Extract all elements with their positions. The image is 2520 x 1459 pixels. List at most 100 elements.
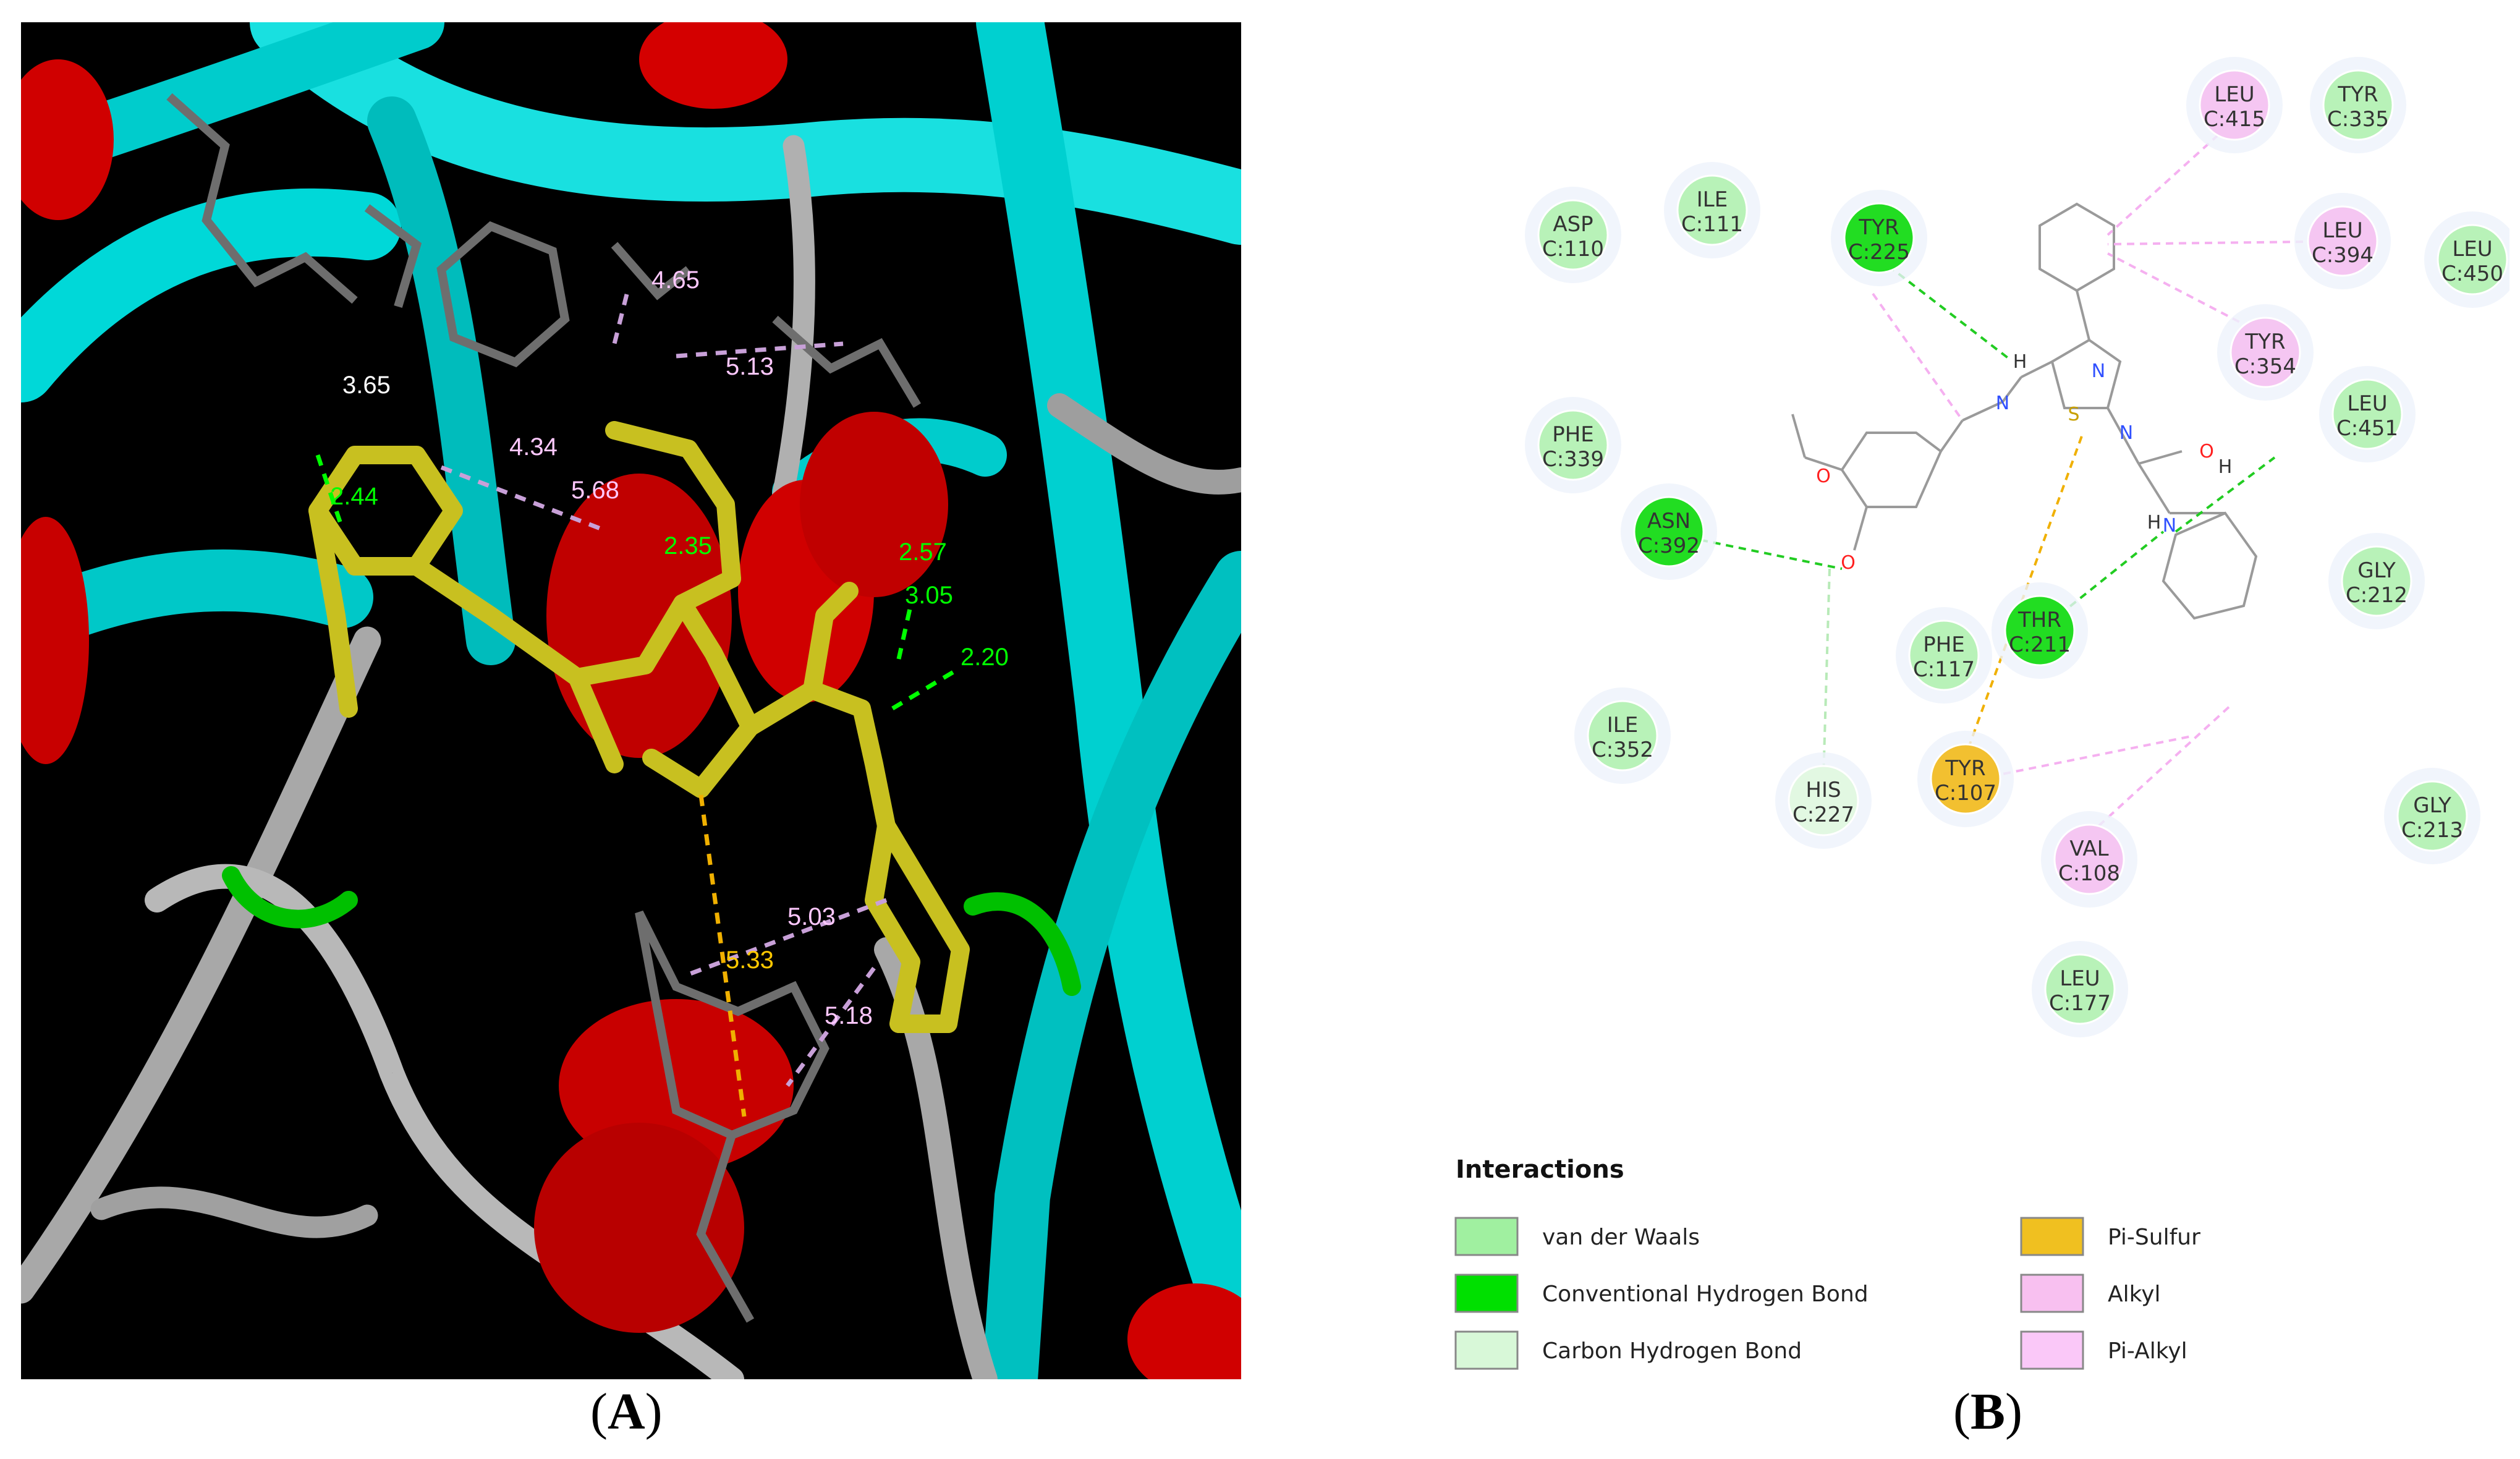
residue-chain: C:107 [1935, 781, 1996, 806]
residue-name: TYR [2244, 330, 2285, 354]
interaction-lines [315, 294, 956, 1117]
atom-n: N [2163, 515, 2176, 537]
residue-chain: C:451 [2336, 416, 2398, 441]
legend-swatch [1454, 1330, 1519, 1370]
residue-chain: C:108 [2058, 861, 2120, 886]
atom-n: N [1996, 393, 2009, 414]
residue-chain: C:211 [2009, 632, 2071, 657]
atom-n: N [2119, 422, 2133, 444]
residue-name: LEU [2452, 237, 2492, 262]
legend-item: van der Waals [1454, 1217, 1700, 1256]
distance-label: 4.34 [509, 433, 558, 461]
residue-chain: C:335 [2327, 107, 2389, 132]
distance-label: 2.57 [899, 538, 947, 566]
distance-label: 5.18 [825, 1002, 873, 1029]
residue-chain: C:213 [2401, 818, 2463, 843]
distance-label: 3.65 [342, 372, 391, 399]
residue-chain: C:394 [2312, 243, 2374, 268]
distance-label: 5.68 [571, 477, 619, 504]
residue-name: VAL [2069, 836, 2108, 861]
legend-swatch [1454, 1274, 1519, 1313]
residue-name: HIS [1805, 778, 1841, 802]
distance-label: 2.20 [961, 644, 1009, 671]
residue-name: ILE [1697, 187, 1728, 212]
atom-s: S [2068, 404, 2079, 425]
residue-chain: C:352 [1592, 738, 1653, 762]
distance-label: 3.05 [905, 582, 953, 609]
legend-label: van der Waals [1542, 1225, 1700, 1250]
legend-swatch [1454, 1217, 1519, 1256]
distance-label: 5.13 [726, 353, 774, 380]
legend-item: Conventional Hydrogen Bond [1454, 1274, 1869, 1313]
residue-name: LEU [2347, 391, 2387, 416]
legend-label: Pi-Alkyl [2108, 1338, 2187, 1364]
atom-h: H [2147, 512, 2162, 534]
legend-label: Carbon Hydrogen Bond [1542, 1338, 1802, 1364]
legend-label: Alkyl [2108, 1282, 2161, 1307]
legend-title: Interactions [1456, 1155, 1624, 1184]
residue-chain: C:354 [2234, 354, 2296, 379]
residue-chain: C:117 [1913, 657, 1975, 682]
residue-chain: C:392 [1638, 534, 1700, 558]
residue-chain: C:111 [1681, 212, 1743, 237]
distance-label: 5.03 [787, 903, 836, 930]
ligand-skeleton [1791, 202, 2258, 620]
residue-name: GLY [2357, 558, 2396, 583]
distance-label: 2.35 [664, 532, 712, 559]
residue-name: LEU [2214, 82, 2254, 107]
residue-name: ILE [1607, 713, 1638, 738]
residue-sticks [166, 93, 922, 1323]
legend-swatch [2020, 1274, 2084, 1313]
residue-name: ASP [1553, 212, 1593, 237]
atom-o: O [2199, 441, 2214, 462]
legend-label: Pi-Sulfur [2108, 1225, 2200, 1250]
legend-item: Carbon Hydrogen Bond [1454, 1330, 1802, 1370]
ligand-sticks [308, 421, 970, 1033]
residue-name: PHE [1923, 632, 1965, 657]
residue-chain: C:110 [1542, 237, 1604, 262]
residue-chain: C:227 [1792, 802, 1854, 827]
residue-name: TYR [1858, 215, 1899, 240]
legend-item: Pi-Sulfur [2020, 1217, 2200, 1256]
atom-h: H [2218, 456, 2233, 478]
residue-name: TYR [1945, 756, 1985, 781]
atom-o: O [1841, 552, 1856, 574]
residue-name: PHE [1552, 422, 1594, 447]
caption-a: (A) [590, 1383, 663, 1440]
residue-name: LEU [2322, 218, 2362, 243]
distance-label: 4.65 [651, 266, 700, 294]
residue-chain: C:212 [2346, 583, 2408, 608]
residue-chain: C:225 [1848, 240, 1910, 265]
residue-chain: C:177 [2049, 991, 2111, 1016]
residue-name: GLY [2413, 793, 2451, 818]
residue-chain: C:415 [2204, 107, 2265, 132]
legend-label: Conventional Hydrogen Bond [1542, 1282, 1869, 1307]
